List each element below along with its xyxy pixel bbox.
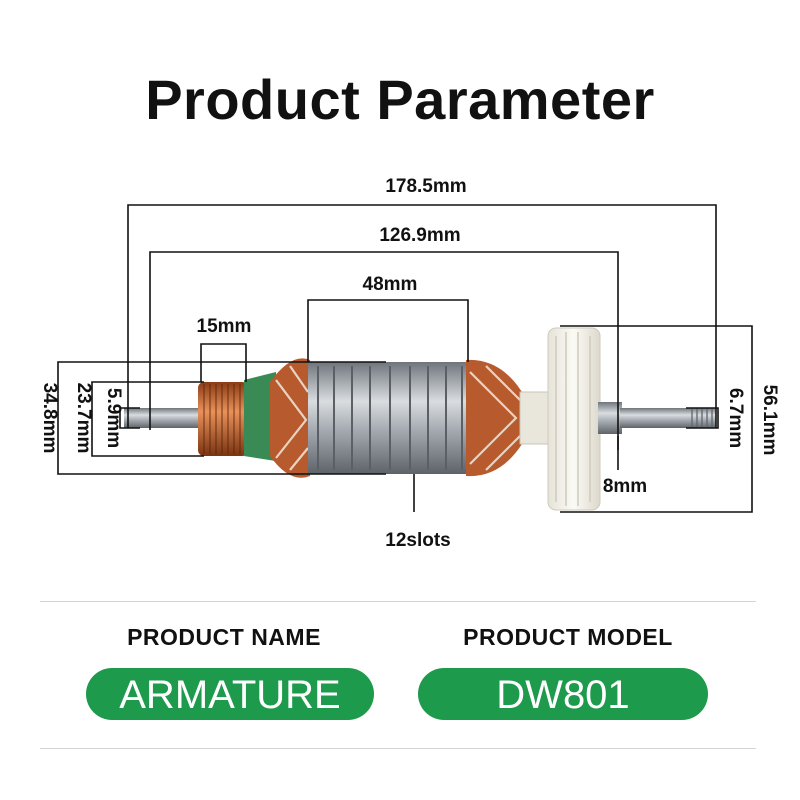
- divider-bottom: [40, 748, 756, 749]
- product-name-value: ARMATURE: [86, 668, 374, 720]
- dim-front-shaft-diameter: 6.7mm: [725, 388, 746, 448]
- product-model-label: PRODUCT MODEL: [463, 624, 673, 650]
- product-model-value: DW801: [418, 668, 708, 720]
- dim-overall-length: 178.5mm: [385, 176, 466, 197]
- winding-left: [270, 358, 310, 478]
- dim-core-diameter: 34.8mm: [39, 383, 60, 454]
- dim-slots: 12slots: [385, 530, 450, 551]
- dimension-lines: [57, 204, 753, 513]
- dim-rear-shaft-diameter: 5.9mm: [103, 388, 124, 448]
- page-title: Product Parameter: [145, 68, 655, 131]
- dim-commutator-diameter: 23.7mm: [73, 383, 94, 454]
- armature-illustration: [124, 327, 716, 511]
- laminated-core: [308, 362, 468, 474]
- dim-fan-diameter: 56.1mm: [759, 385, 780, 456]
- dim-stack-length: 48mm: [363, 274, 418, 295]
- pinion: [519, 391, 551, 445]
- dim-bearing-seat: 8mm: [603, 476, 647, 497]
- dim-shaft-length: 126.9mm: [379, 225, 460, 246]
- product-name-label: PRODUCT NAME: [127, 624, 321, 650]
- divider-top: [40, 601, 756, 602]
- rear-shaft: [124, 408, 204, 428]
- dim-commutator-length: 15mm: [197, 316, 252, 337]
